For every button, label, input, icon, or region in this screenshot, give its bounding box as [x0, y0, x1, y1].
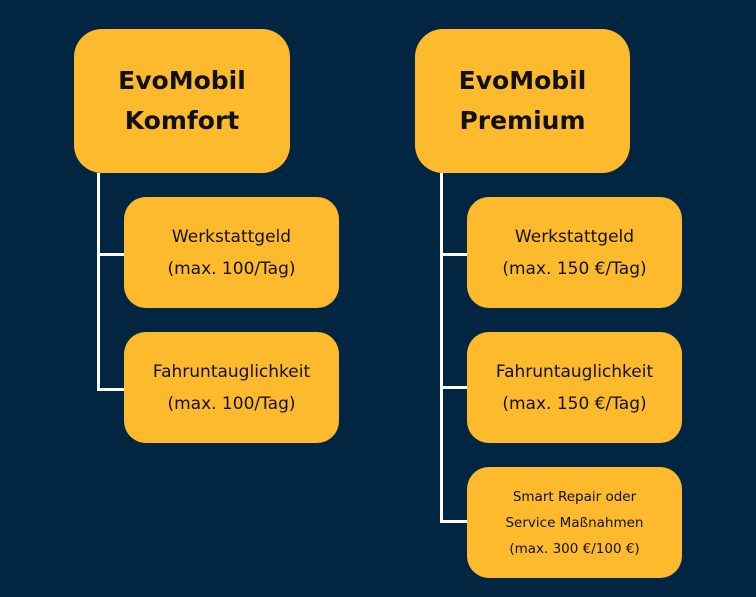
premium-item-3-line-1: Smart Repair oder: [512, 488, 637, 505]
premium-item-2-line-1: Fahruntauglichkeit: [495, 361, 654, 382]
premium-item-3-line-2: Service Maßnahmen: [505, 514, 644, 531]
komfort-item-2-line-2: (max. 100/Tag): [167, 393, 296, 414]
komfort-item-1-line-1: Werkstattgeld: [171, 226, 292, 247]
premium-item-1-line-1: Werkstattgeld: [514, 226, 635, 247]
premium-item-fahruntauglichkeit: Fahruntauglichkeit (max. 150 €/Tag): [467, 332, 682, 443]
premium-title-line-2: Premium: [459, 106, 586, 135]
premium-connector-branch-2: [440, 386, 467, 389]
komfort-title-line-1: EvoMobil: [118, 66, 246, 95]
premium-item-smart-repair: Smart Repair oder Service Maßnahmen (max…: [467, 467, 682, 578]
komfort-title-line-2: Komfort: [124, 106, 240, 135]
komfort-item-1-line-2: (max. 100/Tag): [167, 258, 296, 279]
komfort-item-2-line-1: Fahruntauglichkeit: [152, 361, 311, 382]
premium-item-3-line-3: (max. 300 €/100 €): [509, 540, 640, 557]
premium-item-1-line-2: (max. 150 €/Tag): [502, 258, 647, 279]
premium-item-2-line-2: (max. 150 €/Tag): [502, 393, 647, 414]
komfort-plan-box: EvoMobil Komfort: [74, 29, 290, 173]
premium-title-line-1: EvoMobil: [458, 66, 587, 95]
komfort-item-werkstattgeld: Werkstattgeld (max. 100/Tag): [124, 197, 339, 308]
premium-plan-box: EvoMobil Premium: [415, 29, 630, 173]
komfort-item-fahruntauglichkeit: Fahruntauglichkeit (max. 100/Tag): [124, 332, 339, 443]
komfort-connector-vertical: [97, 173, 100, 391]
premium-connector-branch-1: [440, 253, 467, 256]
komfort-connector-branch-1: [97, 253, 124, 256]
premium-item-werkstattgeld: Werkstattgeld (max. 150 €/Tag): [467, 197, 682, 308]
komfort-connector-branch-2: [97, 388, 124, 391]
premium-connector-vertical: [440, 173, 443, 523]
premium-connector-branch-3: [440, 520, 467, 523]
